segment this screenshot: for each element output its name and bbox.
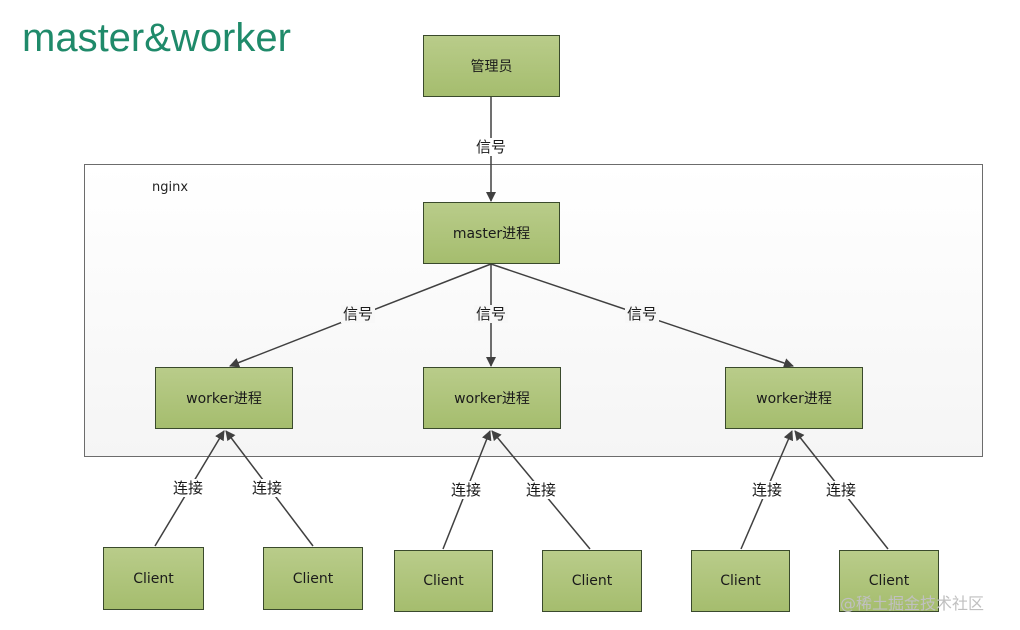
edge-label-master-to-worker2: 信号 xyxy=(474,305,509,323)
worker-process-node-1: worker进程 xyxy=(155,367,293,429)
edge-label-client1-to-worker1: 连接 xyxy=(171,479,206,497)
client-node-1: Client xyxy=(103,547,204,610)
client-node-3: Client xyxy=(394,550,493,612)
edge-label-client5-to-worker3: 连接 xyxy=(750,481,785,499)
edge-label-client6-to-worker3: 连接 xyxy=(824,481,859,499)
worker-process-node-2: worker进程 xyxy=(423,367,561,429)
watermark: @稀土掘金技术社区 xyxy=(840,594,985,613)
client-node-6: Client xyxy=(839,550,939,612)
edge-label-client3-to-worker2: 连接 xyxy=(449,481,484,499)
client-node-4: Client xyxy=(542,550,642,612)
diagram-title: master&worker xyxy=(22,16,291,60)
edge-label-master-to-worker1: 信号 xyxy=(341,305,376,323)
nginx-container-label: nginx xyxy=(152,180,189,195)
edge-label-admin-to-master: 信号 xyxy=(474,138,509,156)
client-node-2: Client xyxy=(263,547,363,610)
edge-label-client4-to-worker2: 连接 xyxy=(524,481,559,499)
admin-node: 管理员 xyxy=(423,35,560,97)
edge-label-client2-to-worker1: 连接 xyxy=(250,479,285,497)
edge-label-master-to-worker3: 信号 xyxy=(625,305,660,323)
master-process-node: master进程 xyxy=(423,202,560,264)
worker-process-node-3: worker进程 xyxy=(725,367,863,429)
client-node-5: Client xyxy=(691,550,790,612)
